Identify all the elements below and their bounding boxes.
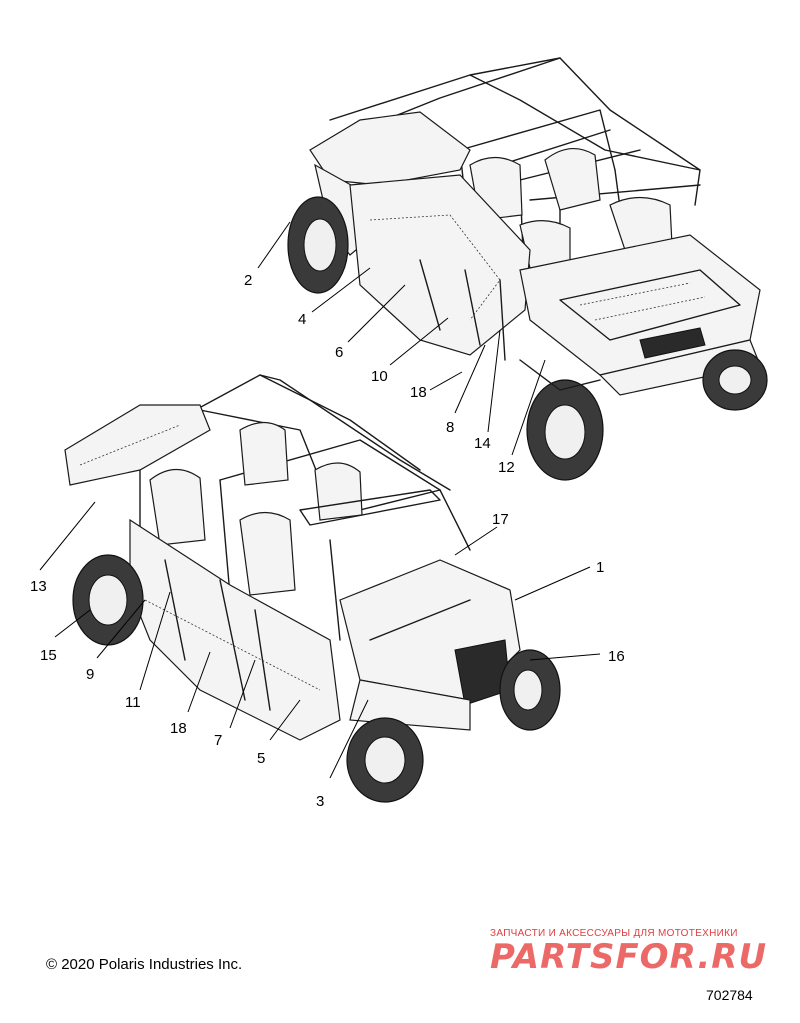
callout-16: 16	[608, 648, 625, 665]
callout-1: 1	[596, 559, 604, 576]
callout-10: 10	[371, 368, 388, 385]
callout-8: 8	[446, 419, 454, 436]
copyright-notice: © 2020 Polaris Industries Inc.	[46, 956, 243, 973]
watermark: ЗАПЧАСТИ И АКСЕССУАРЫ ДЛЯ МОТОТЕХНИКИ PA…	[490, 928, 790, 977]
lower-vehicle-illustration	[64, 374, 561, 803]
callout-4: 4	[298, 311, 306, 328]
callout-18-upper: 18	[410, 384, 427, 401]
watermark-tagline: ЗАПЧАСТИ И АКСЕССУАРЫ ДЛЯ МОТОТЕХНИКИ	[490, 928, 738, 939]
leader-lines	[39, 221, 601, 779]
callout-14: 14	[474, 435, 491, 452]
callout-6: 6	[335, 344, 343, 361]
callout-18-lower: 18	[170, 720, 187, 737]
callout-15: 15	[40, 647, 57, 664]
callout-12: 12	[498, 459, 515, 476]
diagram-number: 702784	[706, 987, 753, 1003]
callout-11: 11	[125, 694, 141, 711]
callout-2: 2	[244, 272, 252, 289]
callout-13: 13	[30, 578, 47, 595]
callout-7: 7	[214, 732, 222, 749]
callout-5: 5	[257, 750, 265, 767]
callout-17: 17	[492, 511, 509, 528]
callouts: 1 2 3 4 5 6 7 8 9 10 11 12 13 14 15 16 1…	[30, 272, 625, 810]
callout-3: 3	[316, 793, 324, 810]
callout-9: 9	[86, 666, 94, 683]
watermark-logo: PARTSFOR.RU	[490, 937, 768, 977]
upper-vehicle-illustration	[287, 57, 768, 481]
